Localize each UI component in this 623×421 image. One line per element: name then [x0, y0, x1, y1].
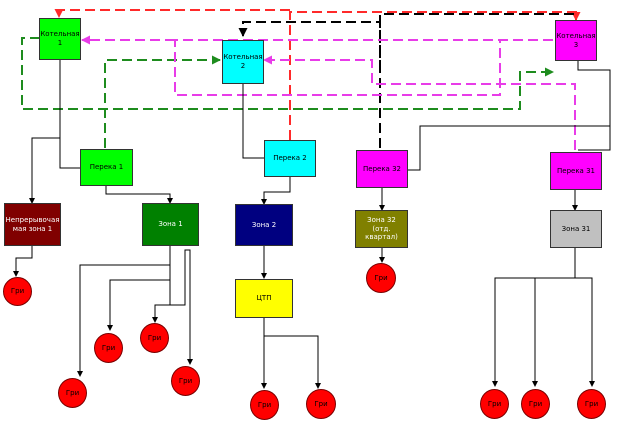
central-heat-point: ЦТП [235, 279, 293, 318]
transfer-2: Перека 2 [264, 140, 316, 177]
backup-link-red [289, 11, 581, 140]
zone-continuous-1: Непрерывочая мая зона 1 [4, 203, 61, 246]
backup-link-green-p1 [104, 55, 221, 148]
transfer-1: Перека 1 [80, 149, 133, 186]
zone-32: Зона 32 (отд. квартал) [355, 210, 408, 248]
backup-link-black-k3 [379, 13, 576, 70]
backup-link-magenta-k1 [82, 40, 553, 96]
consumer-1: Гри [3, 277, 32, 306]
backup-link-green [21, 37, 554, 110]
boiler-3: Котельная 3 [555, 20, 597, 61]
link-k3-p32 [408, 125, 610, 171]
transfer-31: Перека 31 [550, 152, 602, 190]
consumer-3: Гри [140, 323, 169, 353]
consumer-6: Гри [250, 390, 279, 420]
consumer-4: Гри [58, 378, 87, 408]
link-p1-z1 [105, 185, 173, 204]
zone-2: Зона 2 [235, 204, 293, 246]
boiler-1: Котельная 1 [39, 18, 81, 60]
consumer-9: Гри [480, 389, 509, 419]
link-k1-p1 [59, 60, 80, 169]
consumer-7: Гри [306, 389, 336, 419]
consumer-10: Гри [521, 389, 550, 419]
link-k1-nz1 [29, 137, 60, 204]
consumer-11: Гри [577, 389, 606, 419]
consumer-2: Гри [94, 333, 123, 363]
consumer-8: Гри [366, 263, 396, 293]
link-k2-p2 [242, 84, 264, 159]
link-p2-z2 [261, 176, 291, 205]
transfer-32: Перека 32 [356, 150, 408, 188]
boiler-2: Котельная 2 [222, 40, 264, 84]
backup-link-red-top [54, 9, 290, 18]
zone-31: Зона 31 [550, 210, 602, 248]
consumer-5: Гри [171, 366, 200, 396]
zone-1: Зона 1 [142, 203, 199, 246]
link-k3-p31 [577, 61, 611, 151]
